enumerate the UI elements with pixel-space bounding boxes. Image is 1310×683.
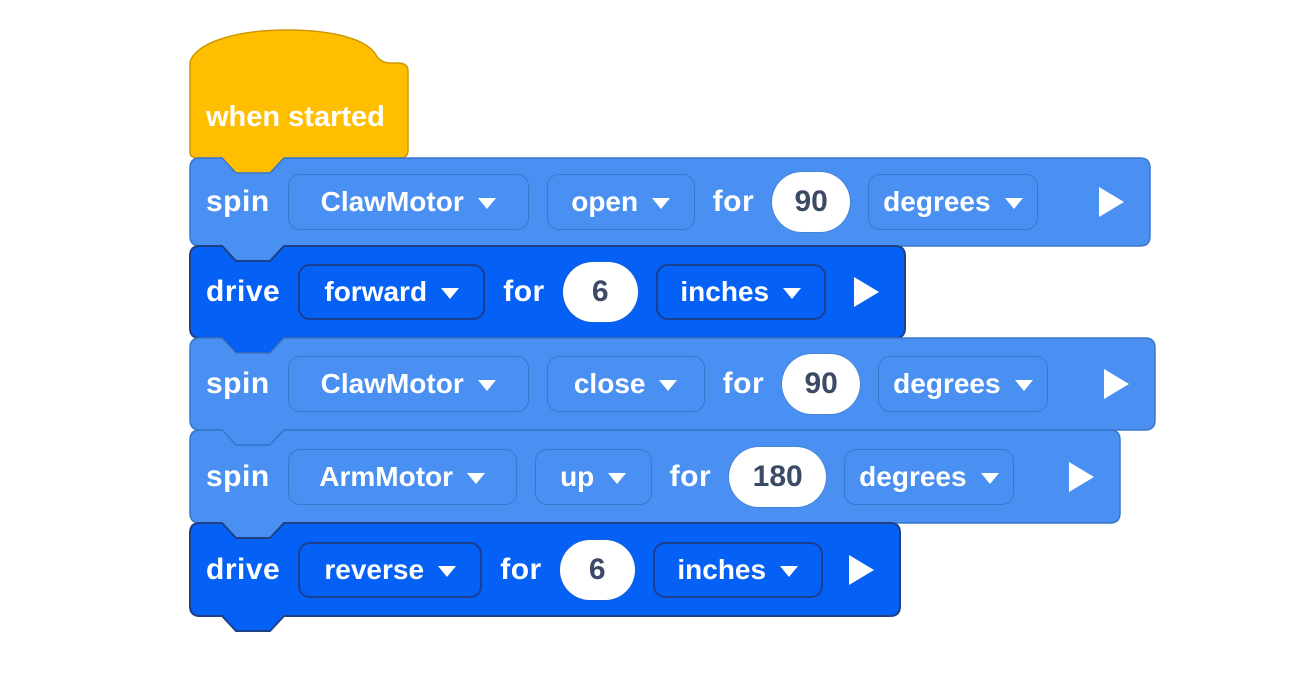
direction-dropdown[interactable]: forward [298, 264, 486, 320]
chevron-down-icon [659, 380, 678, 391]
amount-input[interactable]: 6 [562, 262, 638, 322]
expand-play-icon[interactable] [1104, 369, 1129, 399]
unit-dropdown[interactable]: degrees [868, 174, 1038, 230]
chevron-down-icon [477, 198, 496, 209]
expand-play-icon[interactable] [849, 554, 874, 585]
unit-dropdown-value: inches [680, 276, 770, 307]
chevron-down-icon [980, 472, 999, 484]
spin-label: spin [206, 185, 270, 218]
for-label: for [500, 552, 542, 586]
direction-dropdown-value: close [573, 368, 646, 399]
amount-value: 6 [588, 552, 606, 586]
motor-dropdown-value: ClawMotor [320, 186, 464, 217]
unit-dropdown-value: degrees [893, 368, 1001, 399]
direction-dropdown-value: forward [324, 276, 428, 307]
chevron-down-icon [780, 565, 799, 577]
amount-value: 180 [752, 459, 803, 493]
direction-dropdown[interactable]: reverse [298, 541, 483, 598]
for-label: for [503, 275, 545, 308]
when-started-block[interactable]: when started [190, 30, 408, 158]
unit-dropdown[interactable]: inches [652, 541, 823, 598]
drive-label: drive [206, 552, 281, 586]
chevron-down-icon [783, 288, 802, 299]
drive-label: drive [206, 275, 281, 308]
chevron-down-icon [1004, 198, 1023, 209]
spin-claw-open-block-body[interactable] [189, 157, 1151, 262]
amount-value: 90 [804, 367, 838, 400]
amount-value: 6 [591, 275, 609, 308]
drive-reverse-block[interactable]: drive reverse for 6 inches [190, 523, 900, 616]
direction-dropdown-value: up [560, 460, 595, 492]
spin-claw-close-block-body[interactable] [189, 337, 1156, 446]
expand-play-icon[interactable] [854, 277, 879, 307]
motor-dropdown-value: ClawMotor [320, 368, 464, 399]
motor-dropdown[interactable]: ClawMotor [287, 356, 529, 412]
chevron-down-icon [608, 472, 627, 484]
drive-reverse-block-body[interactable] [189, 522, 901, 632]
motor-dropdown[interactable]: ClawMotor [287, 174, 529, 230]
direction-dropdown[interactable]: open [546, 174, 695, 230]
chevron-down-icon [477, 380, 496, 391]
when-started-label: when started [206, 101, 385, 133]
amount-input[interactable]: 90 [782, 354, 861, 414]
unit-dropdown-value: degrees [883, 186, 991, 217]
chevron-down-icon [1014, 380, 1033, 391]
unit-dropdown[interactable]: inches [655, 264, 826, 320]
spin-arm-up-block[interactable]: spin ArmMotor up for 180 degrees [190, 430, 1120, 523]
direction-dropdown[interactable]: close [546, 356, 705, 412]
chevron-down-icon [467, 472, 486, 484]
spin-claw-close-block[interactable]: spin ClawMotor close for 90 degrees [190, 338, 1155, 430]
spin-claw-open-block[interactable]: spin ClawMotor open for 90 degrees [190, 158, 1150, 246]
amount-input[interactable]: 180 [729, 446, 827, 507]
drive-forward-block[interactable]: drive forward for 6 inches [190, 246, 905, 338]
amount-input[interactable]: 6 [559, 539, 635, 600]
unit-dropdown[interactable]: degrees [844, 448, 1014, 505]
direction-dropdown[interactable]: up [534, 448, 652, 505]
direction-dropdown-value: open [571, 186, 639, 217]
spin-arm-up-block-body[interactable] [189, 429, 1121, 539]
chevron-down-icon [652, 198, 671, 209]
unit-dropdown[interactable]: degrees [878, 356, 1048, 412]
chevron-down-icon [438, 565, 457, 577]
expand-play-icon[interactable] [1099, 187, 1124, 217]
spin-label: spin [206, 459, 270, 493]
spin-label: spin [206, 367, 270, 400]
unit-dropdown-value: degrees [859, 460, 967, 492]
motor-dropdown-value: ArmMotor [319, 460, 454, 492]
direction-dropdown-value: reverse [324, 553, 425, 585]
expand-play-icon[interactable] [1069, 461, 1094, 492]
chevron-down-icon [441, 288, 460, 299]
amount-input[interactable]: 90 [772, 172, 851, 232]
motor-dropdown[interactable]: ArmMotor [287, 448, 517, 505]
unit-dropdown-value: inches [677, 553, 767, 585]
for-label: for [722, 367, 765, 400]
amount-value: 90 [794, 185, 828, 218]
for-label: for [712, 185, 755, 218]
for-label: for [669, 459, 712, 493]
